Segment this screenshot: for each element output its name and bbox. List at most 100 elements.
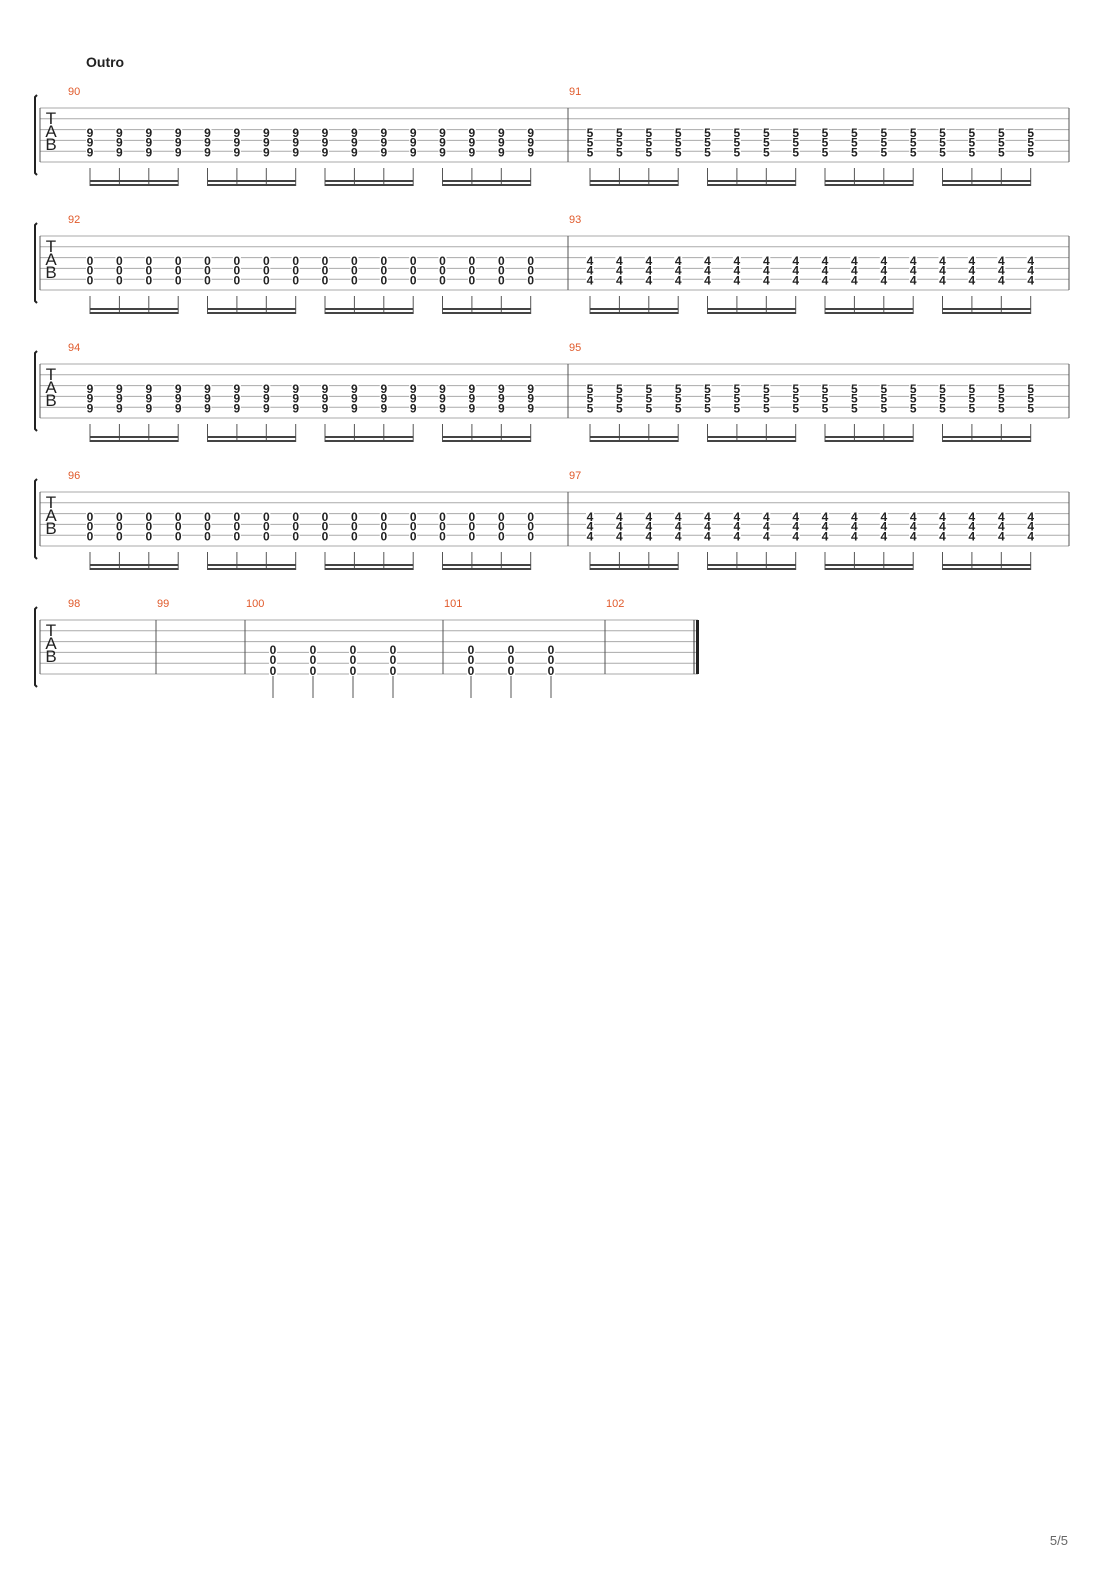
fret-bg	[438, 265, 447, 276]
fret-number: 5	[734, 126, 741, 140]
fret-number: 9	[175, 382, 182, 396]
beam	[325, 180, 414, 182]
fret-number: 9	[87, 145, 94, 159]
fret-number: 4	[616, 529, 623, 543]
fret-bg	[467, 147, 476, 158]
fret-bg	[438, 521, 447, 532]
fret-bg	[174, 137, 183, 148]
beam	[442, 184, 531, 186]
fret-number: 9	[116, 382, 123, 396]
fret-number: 5	[645, 401, 652, 415]
fret-bg	[144, 383, 153, 394]
fret-number: 0	[380, 264, 387, 278]
fret-bg	[879, 531, 888, 542]
fret-bg	[262, 127, 271, 138]
beam	[942, 436, 1031, 438]
fret-bg	[879, 137, 888, 148]
fret-number: 5	[616, 392, 623, 406]
beam	[90, 564, 179, 566]
fret-number: 5	[939, 392, 946, 406]
fret-number: 5	[675, 126, 682, 140]
fret-bg	[321, 383, 329, 394]
fret-number: 9	[204, 401, 211, 415]
fret-bg	[1026, 137, 1035, 148]
fret-number: 0	[292, 529, 299, 543]
fret-bg	[586, 521, 594, 532]
fret-bg	[144, 403, 153, 414]
fret-number: 4	[939, 529, 946, 543]
fret-bg	[732, 393, 741, 404]
fret-bg	[644, 393, 653, 404]
fret-bg	[497, 511, 506, 522]
fret-number: 9	[410, 392, 417, 406]
fret-bg	[349, 645, 357, 656]
fret-bg	[674, 265, 683, 276]
fret-number: 5	[734, 145, 741, 159]
fret-number: 0	[390, 643, 397, 657]
tab-clef-letter: B	[45, 647, 56, 666]
fret-bg	[997, 403, 1006, 414]
fret-bg	[791, 275, 800, 286]
beam	[207, 436, 296, 438]
beam	[325, 436, 414, 438]
beam	[90, 568, 179, 570]
fret-bg	[703, 275, 712, 286]
fret-bg	[467, 265, 476, 276]
fret-bg	[586, 147, 594, 158]
fret-bg	[791, 255, 800, 266]
fret-number: 9	[145, 136, 152, 150]
fret-number: 5	[792, 382, 799, 396]
measure-number: 93	[569, 214, 581, 226]
fret-number: 0	[204, 254, 211, 268]
fret-number: 0	[380, 529, 387, 543]
fret-number: 4	[851, 520, 858, 534]
fret-bg	[232, 275, 241, 286]
fret-bg	[762, 383, 771, 394]
fret-number: 0	[234, 529, 241, 543]
fret-number: 4	[851, 254, 858, 268]
beam	[707, 568, 796, 570]
fret-number: 0	[234, 273, 241, 287]
fret-number: 4	[939, 510, 946, 524]
fret-bg	[497, 531, 506, 542]
fret-bg	[467, 383, 476, 394]
fret-number: 9	[469, 145, 476, 159]
fret-bg	[321, 255, 329, 266]
fret-number: 5	[880, 382, 887, 396]
fret-number: 4	[969, 520, 976, 534]
fret-number: 4	[880, 254, 887, 268]
fret-number: 0	[204, 273, 211, 287]
fret-bg	[203, 531, 212, 542]
fret-number: 9	[263, 401, 270, 415]
fret-bg	[467, 393, 476, 404]
fret-bg	[497, 147, 506, 158]
fret-number: 9	[380, 382, 387, 396]
fret-bg	[821, 531, 829, 542]
fret-bg	[997, 275, 1006, 286]
fret-number: 9	[145, 392, 152, 406]
fret-bg	[997, 265, 1006, 276]
fret-number: 0	[410, 264, 417, 278]
fret-number: 4	[998, 510, 1005, 524]
beam	[442, 308, 531, 310]
fret-number: 5	[851, 392, 858, 406]
fret-number: 5	[1027, 136, 1034, 150]
fret-number: 4	[704, 254, 711, 268]
fret-number: 5	[939, 126, 946, 140]
fret-number: 0	[469, 264, 476, 278]
fret-bg	[850, 255, 859, 266]
fret-number: 4	[763, 510, 770, 524]
fret-bg	[821, 403, 829, 414]
beam	[442, 568, 531, 570]
beam	[325, 568, 414, 570]
fret-bg	[409, 255, 418, 266]
fret-number: 9	[498, 392, 505, 406]
fret-number: 9	[498, 126, 505, 140]
tab-clef-letter: B	[45, 263, 56, 282]
fret-number: 4	[851, 510, 858, 524]
fret-bg	[291, 403, 300, 414]
fret-number: 4	[880, 264, 887, 278]
fret-number: 9	[292, 145, 299, 159]
fret-bg	[174, 255, 183, 266]
fret-number: 9	[351, 126, 358, 140]
